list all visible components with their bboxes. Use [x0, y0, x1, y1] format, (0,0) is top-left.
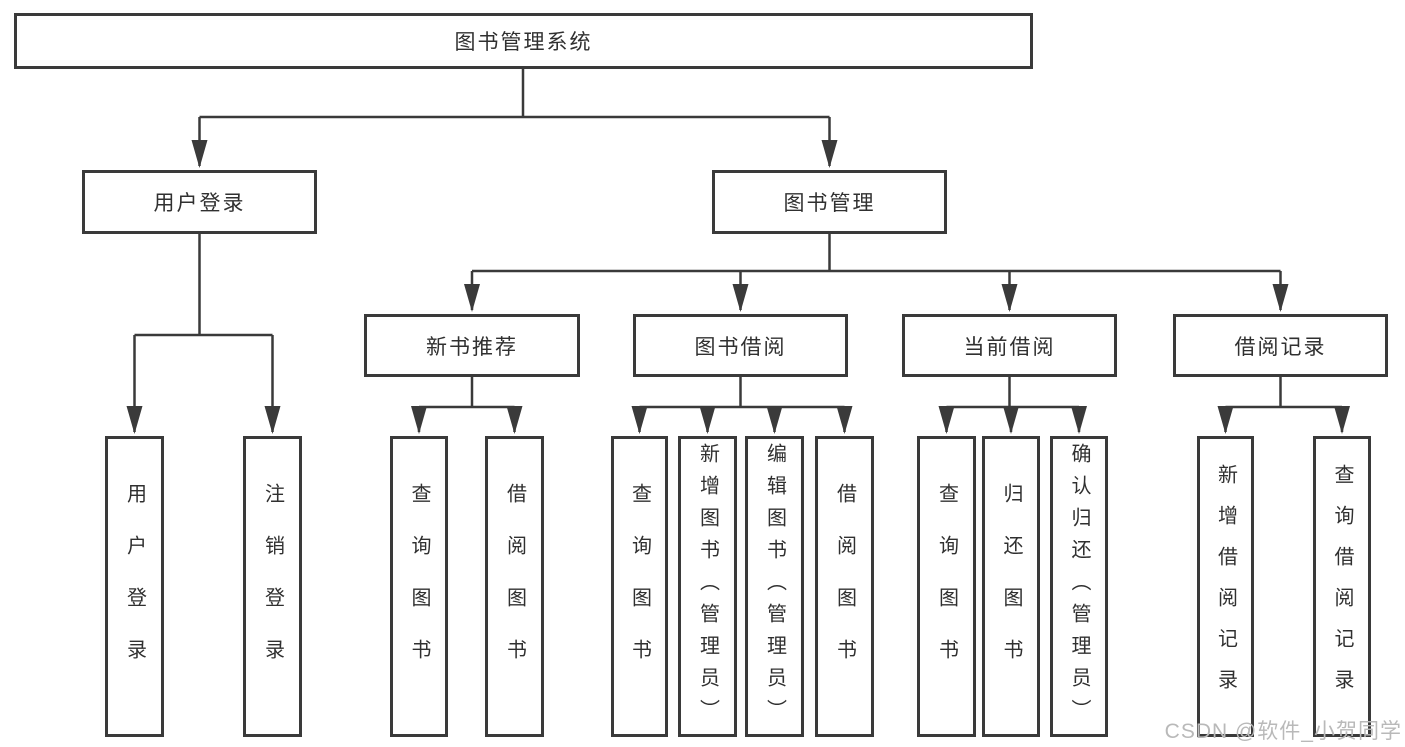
node-leaf-query-books-3-label: 查询图书 — [935, 482, 958, 691]
node-leaf-borrow-books-2-label: 借阅图书 — [833, 482, 856, 691]
node-book-borrowing-label: 图书借阅 — [694, 335, 787, 359]
node-leaf-borrow-books-1-label: 借阅图书 — [503, 482, 526, 691]
node-leaf-return-books-label: 归还图书 — [1000, 482, 1022, 691]
node-root-system: 图书管理系统 — [14, 13, 1033, 69]
node-book-borrowing: 图书借阅 — [633, 314, 848, 377]
node-leaf-query-books-2: 查询图书 — [611, 436, 668, 737]
node-leaf-query-books-1-label: 查询图书 — [408, 482, 430, 691]
node-leaf-add-books-admin-label: 新增图书（管理员） — [696, 442, 719, 731]
node-new-book-recommend-label: 新书推荐 — [426, 335, 518, 359]
node-user-login-module: 用户登录 — [82, 170, 317, 234]
node-leaf-edit-books-admin: 编辑图书（管理员） — [745, 436, 804, 737]
node-leaf-query-books-3: 查询图书 — [917, 436, 976, 737]
node-leaf-add-borrow-record: 新增借阅记录 — [1197, 436, 1254, 737]
node-leaf-return-books: 归还图书 — [982, 436, 1040, 737]
node-book-management-module-label: 图书管理 — [783, 192, 876, 215]
node-current-borrowing-label: 当前借阅 — [963, 335, 1056, 359]
node-borrowing-records-label: 借阅记录 — [1234, 335, 1327, 359]
node-leaf-user-login: 用户登录 — [105, 436, 164, 737]
node-leaf-query-borrow-record: 查询借阅记录 — [1313, 436, 1371, 737]
node-leaf-query-borrow-record-label: 查询借阅记录 — [1331, 463, 1353, 710]
node-leaf-logout-label: 注销登录 — [261, 482, 284, 691]
node-current-borrowing: 当前借阅 — [902, 314, 1117, 377]
node-leaf-confirm-return-admin-label: 确认归还（管理员） — [1068, 442, 1090, 731]
node-leaf-logout: 注销登录 — [243, 436, 302, 737]
node-leaf-add-books-admin: 新增图书（管理员） — [678, 436, 737, 737]
node-leaf-edit-books-admin-label: 编辑图书（管理员） — [763, 442, 786, 731]
node-leaf-borrow-books-2: 借阅图书 — [815, 436, 874, 737]
csdn-watermark: CSDN @软件_小贺同学 — [1164, 720, 1402, 743]
node-book-management-module: 图书管理 — [712, 170, 947, 234]
node-leaf-borrow-books-1: 借阅图书 — [485, 436, 544, 737]
node-leaf-user-login-label: 用户登录 — [123, 482, 146, 691]
node-user-login-module-label: 用户登录 — [153, 192, 246, 215]
node-new-book-recommend: 新书推荐 — [364, 314, 580, 377]
node-borrowing-records: 借阅记录 — [1173, 314, 1388, 377]
node-leaf-add-borrow-record-label: 新增借阅记录 — [1214, 463, 1237, 710]
node-root-system-label: 图书管理系统 — [454, 31, 593, 54]
node-leaf-query-books-2-label: 查询图书 — [628, 482, 651, 691]
node-leaf-confirm-return-admin: 确认归还（管理员） — [1050, 436, 1108, 737]
node-leaf-query-books-1: 查询图书 — [390, 436, 448, 737]
